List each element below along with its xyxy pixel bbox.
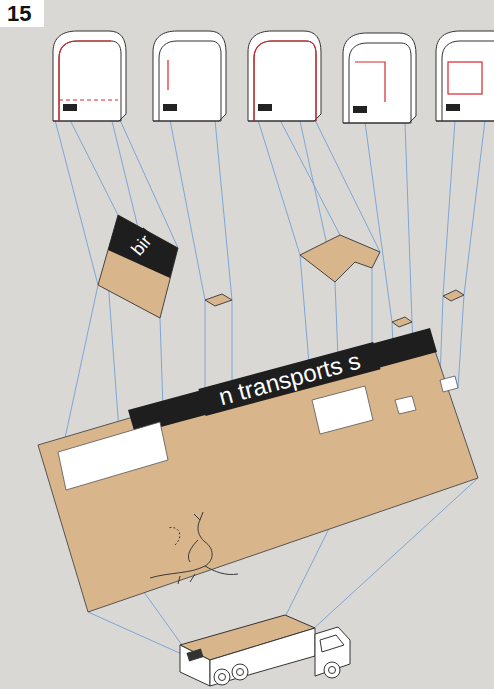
dispenser xyxy=(343,33,416,123)
node-text: bir xyxy=(128,232,156,260)
truck xyxy=(180,615,350,686)
truck-wheel xyxy=(232,664,248,680)
truck-wheel xyxy=(324,662,340,678)
truck-hub xyxy=(329,667,336,674)
cut-piece xyxy=(98,215,178,318)
red-dashed-line xyxy=(59,99,118,100)
cutout xyxy=(395,396,416,414)
projection-lines xyxy=(38,120,485,660)
projection-line xyxy=(205,300,206,395)
projection-line xyxy=(258,120,300,255)
text-band: bir xyxy=(124,227,160,264)
cut-piece xyxy=(443,290,464,301)
cutout xyxy=(312,386,373,434)
red-square xyxy=(448,62,482,94)
red-outline xyxy=(59,41,111,121)
truck-hub xyxy=(219,674,226,681)
projection-line xyxy=(405,122,412,322)
projection-line xyxy=(365,122,392,322)
red-markings xyxy=(59,41,482,121)
red-outline xyxy=(254,41,316,121)
sheet-band xyxy=(128,328,437,434)
kangaroo-line xyxy=(150,512,212,578)
dispenser xyxy=(248,31,321,121)
dispenser xyxy=(53,31,126,121)
cutout xyxy=(58,422,168,490)
projection-line xyxy=(62,285,98,452)
red-outline xyxy=(355,62,385,102)
truck-hub xyxy=(237,669,244,676)
truck-side xyxy=(180,645,210,686)
projection-line xyxy=(458,295,464,388)
truck-logo xyxy=(187,649,203,661)
text-band: n transports s xyxy=(199,342,382,416)
projection-line xyxy=(88,612,195,660)
projection-line xyxy=(215,120,232,300)
projection-line xyxy=(70,120,118,215)
cut-piece xyxy=(300,235,380,282)
projection-line xyxy=(464,120,485,295)
truck-wheel xyxy=(214,669,230,685)
cut-piece xyxy=(392,317,412,327)
kangaroo-line xyxy=(178,566,238,584)
projection-line xyxy=(443,120,455,296)
truck-front xyxy=(210,628,315,686)
projection-line xyxy=(280,120,340,235)
dispenser xyxy=(436,31,494,121)
projection-line xyxy=(108,280,120,445)
tarpaulin-sheet xyxy=(38,330,478,612)
projection-line xyxy=(232,300,233,385)
projection-line xyxy=(55,120,98,285)
node-text: n transports s xyxy=(216,347,363,410)
truck-window xyxy=(320,635,344,652)
cutout xyxy=(440,376,458,392)
cut-piece xyxy=(205,294,232,306)
kangaroo-sketch xyxy=(150,512,238,584)
kangaroo-line xyxy=(168,527,180,545)
dispenser xyxy=(153,31,226,121)
number-patch xyxy=(0,0,44,27)
figure-number: 15 xyxy=(7,2,31,26)
kangaroo-line xyxy=(188,540,198,562)
projection-line xyxy=(170,120,205,300)
cut-piece-band xyxy=(108,215,178,278)
red-outline xyxy=(167,60,168,90)
projection-line xyxy=(315,120,380,252)
